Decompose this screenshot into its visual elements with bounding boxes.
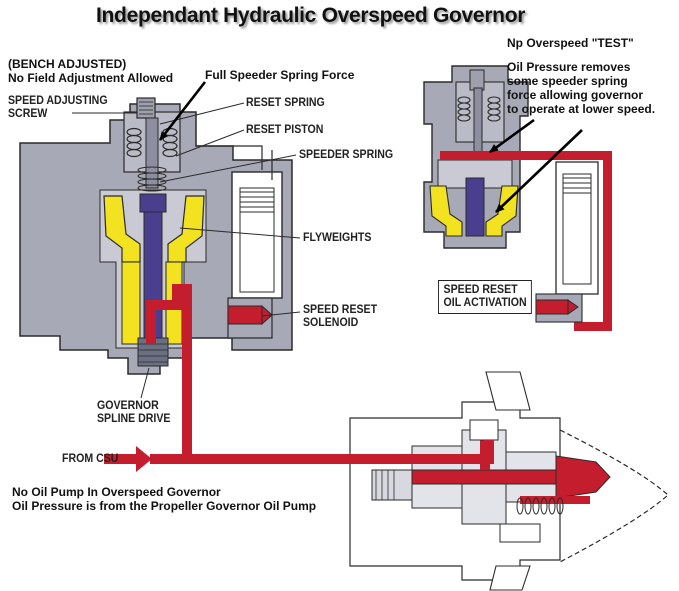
speed-reset-solenoid-left (196, 145, 283, 339)
speed-reset-solenoid-right (535, 161, 599, 323)
bottom-note: No Oil Pump In Overspeed Governor Oil Pr… (12, 485, 316, 513)
label-governor-spline-drive-line-1: GOVERNOR (97, 400, 159, 412)
oil-line-from-csu (104, 440, 494, 472)
test-note-line-3: force allowing governor (507, 88, 644, 102)
label-speed-adjusting-screw: SPEED ADJUSTING SCREW (8, 95, 108, 121)
test-note-line-2: some speeder spring (507, 74, 628, 88)
propeller-assembly (349, 371, 669, 591)
label-reset-piston: RESET PISTON (246, 124, 324, 136)
label-speed-reset-solenoid: SPEED RESET SOLENOID (303, 304, 377, 330)
label-from-csu: FROM CSU (62, 453, 119, 465)
label-flyweights: FLYWEIGHTS (303, 232, 372, 244)
label-full-speeder-spring-force: Full Speeder Spring Force (205, 68, 355, 82)
bottom-note-line-1: No Oil Pump In Overspeed Governor (12, 485, 221, 499)
diagram-title: Independant Hydraulic Overspeed Governor (96, 4, 526, 27)
label-speed-adjusting-screw-line-1: SPEED ADJUSTING (8, 95, 108, 107)
label-speed-reset-solenoid-line-1: SPEED RESET (303, 304, 378, 316)
label-governor-spline-drive-line-2: SPLINE DRIVE (97, 413, 171, 425)
bench-note-line-2: No Field Adjustment Allowed (8, 71, 174, 85)
bottom-note-line-2: Oil Pressure is from the Propeller Gover… (12, 499, 317, 513)
label-speeder-spring: SPEEDER SPRING (299, 149, 394, 161)
callout-arrows (158, 81, 583, 213)
label-speed-adjusting-screw-line-2: SCREW (8, 108, 48, 120)
bench-note-line-1: (BENCH ADJUSTED) (8, 57, 127, 71)
label-speed-reset-oil-activation: SPEED RESET OIL ACTIVATION (438, 280, 533, 314)
label-speed-reset-oil-activation-line-1: SPEED RESET (443, 284, 518, 296)
test-note-line-4: to operate at lower speed. (507, 102, 656, 116)
leader-lines (72, 102, 475, 399)
test-note-line-1: Oil Pressure removes (507, 60, 631, 74)
oil-passage-left (146, 284, 192, 462)
label-reset-spring: RESET SPRING (246, 97, 325, 109)
label-speed-reset-oil-activation-line-2: OIL ACTIVATION (443, 297, 527, 309)
label-governor-spline-drive: GOVERNOR SPLINE DRIVE (97, 400, 170, 426)
label-speed-reset-solenoid-line-2: SOLENOID (303, 317, 359, 329)
test-note-heading: Np Overspeed "TEST" (507, 36, 634, 50)
bench-note: (BENCH ADJUSTED) No Field Adjustment All… (8, 57, 173, 85)
test-note: Np Overspeed "TEST" Oil Pressure removes… (507, 36, 655, 116)
